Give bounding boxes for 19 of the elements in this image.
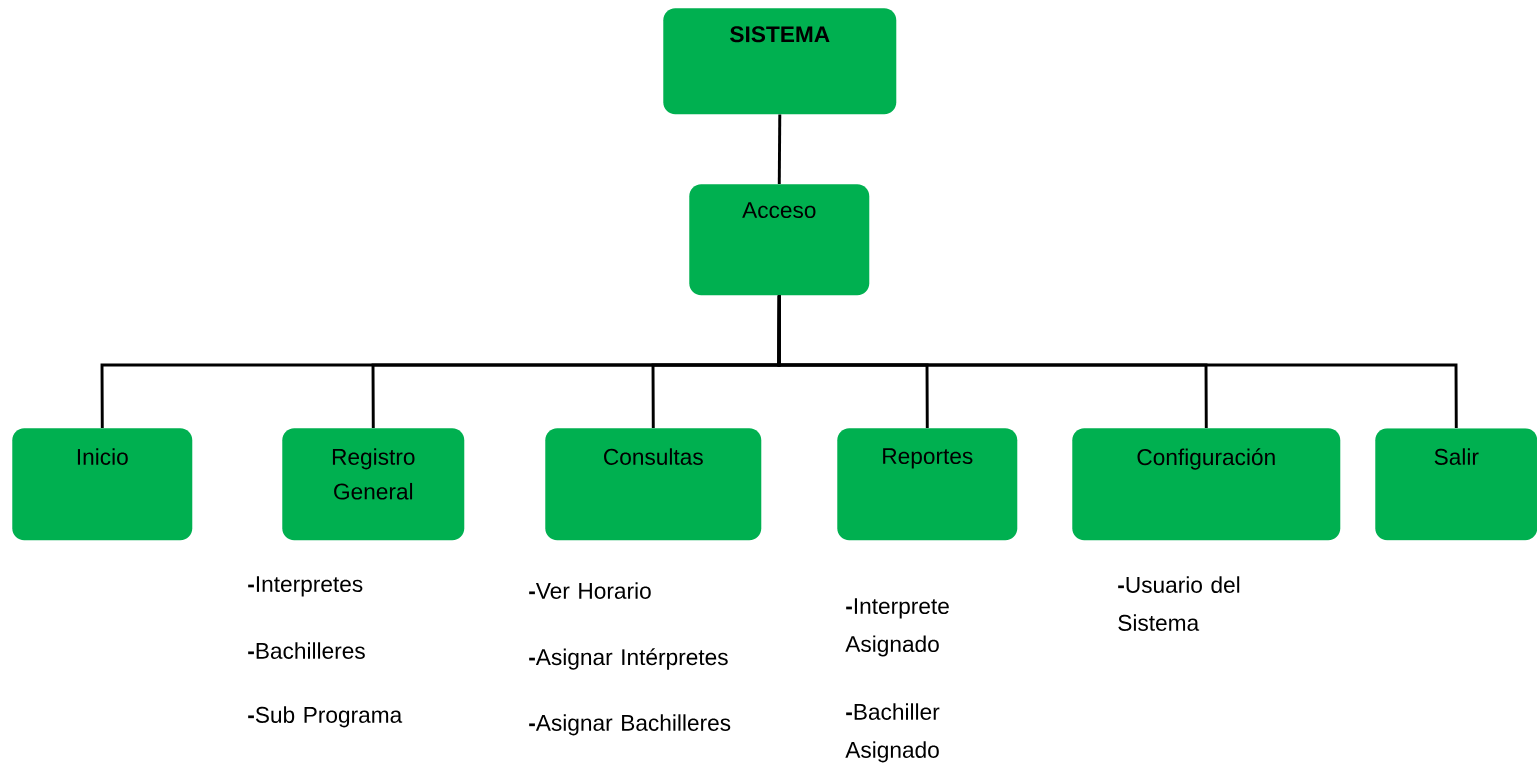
list-item: -Usuario del Sistema (1118, 576, 1240, 631)
menu-box: Salir (1375, 428, 1537, 541)
list-item: -Sub Programa (248, 706, 403, 728)
menu-box: Reportes (837, 428, 1018, 541)
list-item: -Interprete Asignado (845, 598, 949, 657)
list-item: -Interpretes (248, 576, 363, 597)
menu-box: Acceso (689, 184, 870, 296)
list-item: -Asignar Intérpretes (529, 648, 728, 670)
connector-line (777, 114, 782, 184)
list-item: -Bachilleres (248, 642, 365, 659)
menu-box: Registro General (282, 428, 465, 541)
menu-box: Configuración (1072, 428, 1341, 541)
list-item: -Asignar Bachilleres (529, 714, 731, 736)
list-item: -Ver Horario (529, 582, 651, 599)
list-item: -Bachiller Asignado (845, 703, 940, 763)
menu-box: Consultas (545, 428, 762, 541)
connector-line (777, 295, 1458, 428)
menu-box: Inicio (12, 428, 193, 541)
menu-box: SISTEMA (663, 8, 897, 115)
